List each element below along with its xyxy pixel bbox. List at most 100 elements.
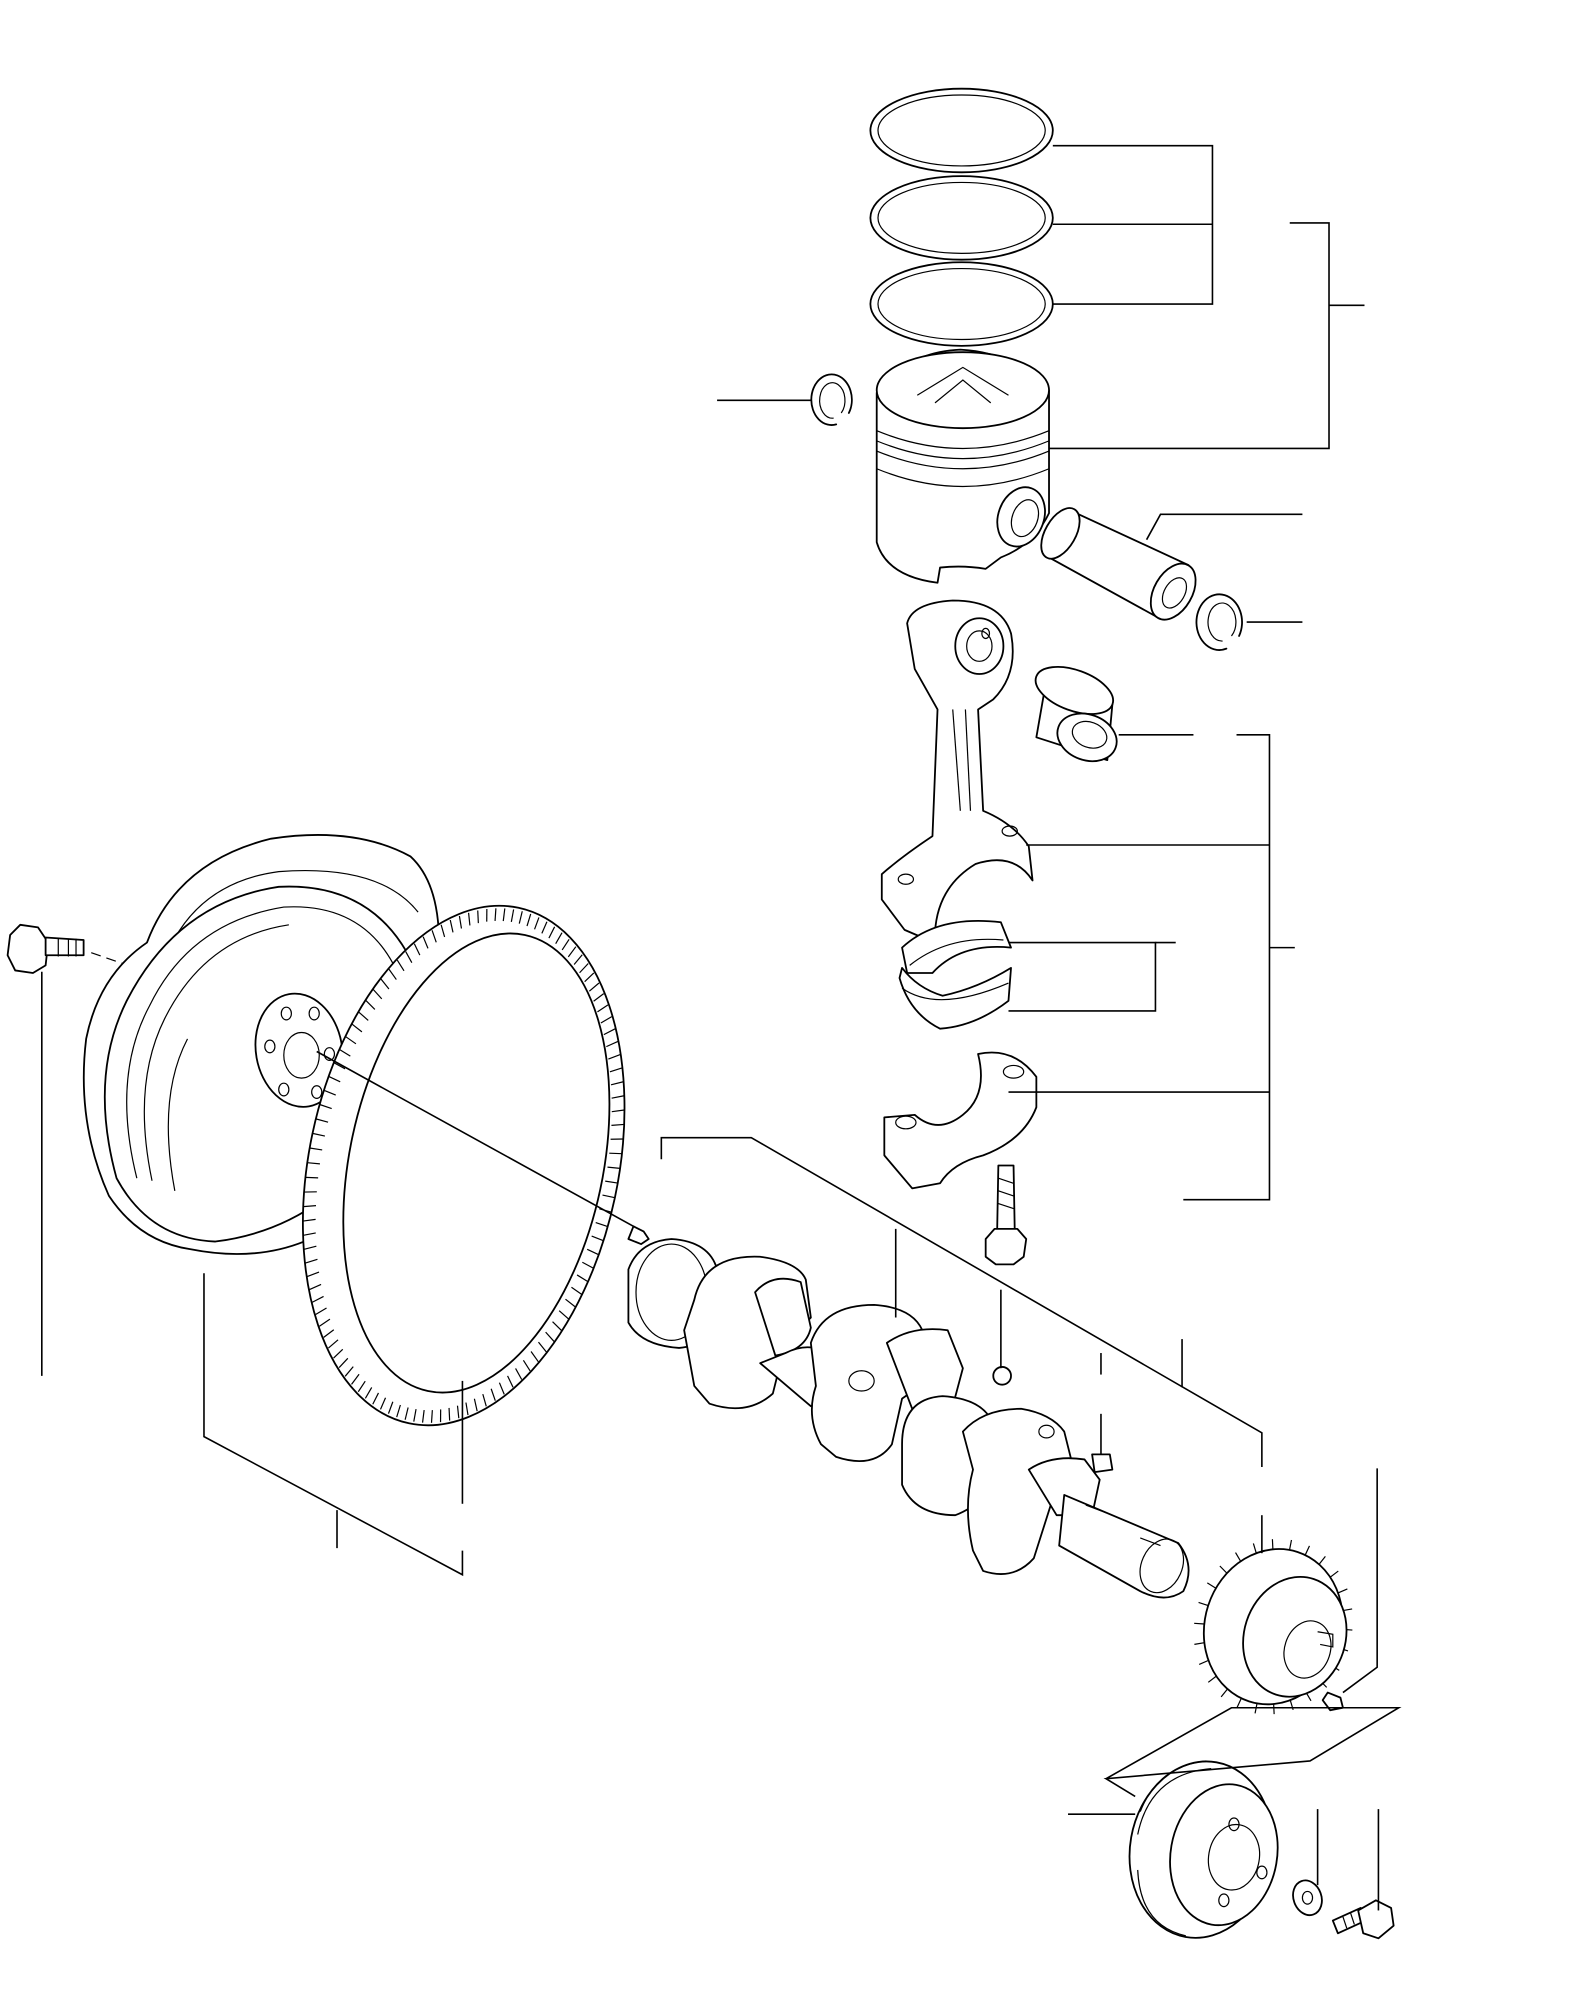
ringgear-teeth-tooth [499,1383,504,1395]
washer [1288,1876,1326,1919]
ringgear-teeth-tooth [457,1406,458,1419]
gear-teeth-tooth [1221,1689,1227,1697]
flywheel-bolt [8,925,84,973]
ringgear-teeth-tooth [565,1299,575,1307]
ringgear-teeth-tooth [373,1393,379,1404]
gear-teeth-tooth [1237,1698,1241,1707]
gear-teeth-tooth [1236,1553,1241,1562]
ringgear-teeth-tooth [334,1349,343,1358]
ringgear-teeth-tooth [310,1148,323,1150]
ringgear-teeth-tooth [587,1249,598,1254]
snap-ring-right [1196,594,1242,650]
ringgear-teeth-tooth [303,1219,316,1221]
ringgear-teeth-tooth [553,1322,562,1331]
ringgear-teeth-tooth [389,969,396,979]
ringgear-teeth-tooth [359,1012,368,1020]
ringgear-teeth-tooth [312,1296,323,1302]
gear-teeth-tooth [1290,1540,1292,1550]
gear-teeth-tooth [1305,1546,1309,1555]
gear-teeth-tooth [1220,1566,1227,1573]
dowel-pin [628,1226,648,1244]
ringgear-teeth-tooth [535,917,539,929]
ringgear-teeth-tooth [450,920,453,932]
ringgear-teeth-tooth [610,1068,622,1072]
ringgear-teeth-tooth [320,1105,332,1109]
rod-bearing-upper [902,921,1011,973]
piston [877,350,1053,583]
gear-teeth-tooth [1319,1556,1325,1564]
ringgear-teeth-tooth [313,1133,325,1136]
ringgear-teeth-tooth [527,914,531,926]
ringgear-teeth-tooth [602,1195,614,1198]
ringgear-teeth-tooth [580,964,589,973]
ringgear-teeth-tooth [432,1410,433,1423]
ringgear-teeth-tooth [307,1163,320,1164]
snap-ring-left [811,374,852,425]
ringgear-teeth-tooth [577,1275,588,1282]
crankshaft-pulley [1116,1750,1289,1949]
ringgear-teeth-tooth [508,1376,513,1387]
ringgear-teeth-tooth [441,925,444,937]
ringgear-teeth-tooth [606,1041,618,1046]
ringgear-teeth-tooth [516,1368,522,1379]
ringgear-teeth-tooth [559,1311,568,1319]
ringgear-teeth-tooth [538,1342,546,1352]
ringgear-teeth-tooth [562,939,569,950]
ringgear-teeth-tooth [329,1076,340,1081]
ringgear-teeth-tooth [432,930,436,942]
ringgear-teeth-tooth [414,944,419,955]
ringgear-teeth-tooth [608,1055,620,1059]
rod-cap [884,1053,1036,1189]
ringgear-teeth-tooth [549,927,555,938]
ringgear-teeth-tooth [459,916,461,929]
ringgear-teeth-tooth [596,1223,608,1227]
ringgear-teeth-tooth [542,922,547,934]
piston-ring-top [870,89,1052,173]
ringgear-teeth-tooth [594,994,604,1002]
ringgear-teeth-tooth [319,1319,330,1326]
ringgear-teeth-tooth [546,1332,554,1341]
ringgear-teeth-tooth [449,1408,450,1421]
ringgear-teeth-tooth [303,1233,315,1235]
ringgear-teeth-tooth [585,973,594,982]
ringgear-teeth-tooth [491,1389,495,1401]
ringgear-teeth-tooth [397,1405,401,1417]
rod-bolt [986,1166,1027,1265]
crankshaft [628,1239,1191,1600]
ringgear-teeth-tooth [568,947,576,957]
ringgear-teeth-tooth [523,1360,530,1371]
crankshaft-gear [1184,1531,1363,1723]
ringgear-teeth-tooth [406,952,412,963]
key [1092,1454,1112,1472]
ringgear-teeth-tooth [574,955,582,965]
ringgear-teeth-tooth [612,1096,624,1098]
ring-gear [258,876,670,1456]
ringgear-teeth-tooth [414,1409,416,1421]
piston-ring-oil [870,262,1052,346]
connecting-rod [882,601,1033,938]
gear-teeth-tooth [1194,1623,1204,1624]
gear-teeth-tooth [1199,1602,1209,1605]
rod-bearing-lower [900,968,1011,1029]
ringgear-teeth-tooth [316,1119,328,1122]
ringgear-teeth-tooth [352,1024,362,1032]
gear-teeth-tooth [1338,1589,1347,1593]
ringgear-teeth-tooth [339,1358,348,1367]
ringgear-teeth-tooth [478,910,479,923]
small-end-bushing [1029,658,1123,770]
ringgear-teeth-tooth [334,1063,345,1069]
gear-teeth-tooth [1199,1660,1208,1664]
ringgear-teeth-tooth [423,937,428,949]
piston-pin [1033,502,1205,628]
gear-teeth-tooth [1253,1543,1256,1553]
ringgear-teeth-tooth [605,1181,618,1183]
ringgear-teeth-tooth [340,1049,351,1056]
gear-pin [1323,1693,1343,1711]
ringgear-teeth-tooth [365,1387,371,1398]
gear-teeth-tooth [1208,1676,1216,1682]
ringgear-teeth-tooth [495,908,496,921]
ringgear-teeth-tooth [601,1017,612,1023]
ringgear-teeth-tooth [474,1399,477,1411]
ringgear-teeth-tooth [483,1394,486,1406]
